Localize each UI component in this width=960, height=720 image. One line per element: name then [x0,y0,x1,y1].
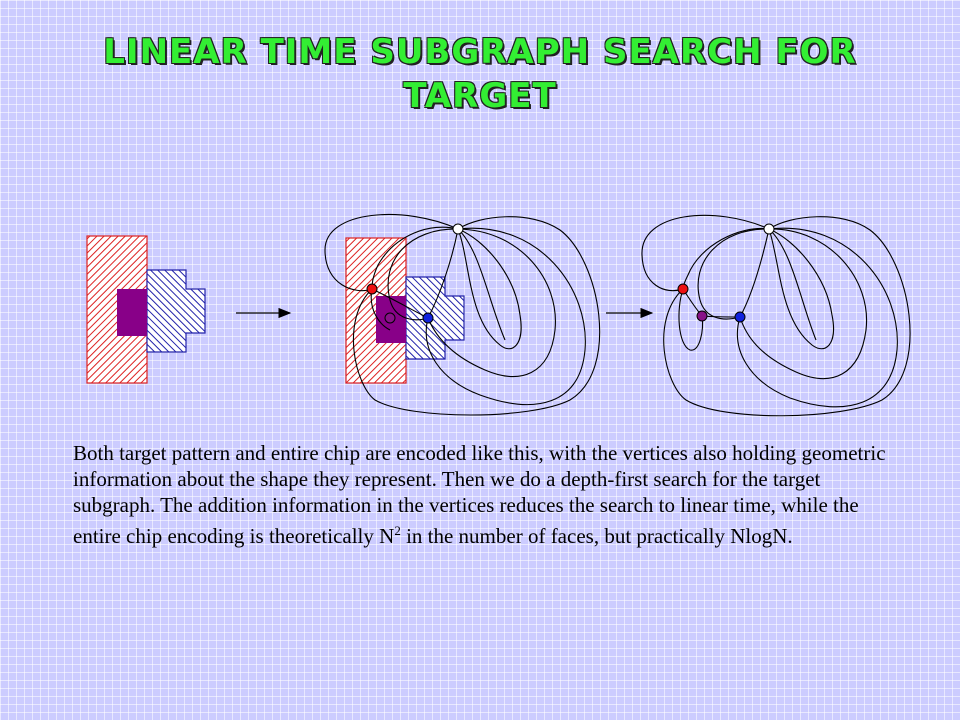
blue-hatched-cross-2 [405,276,465,360]
panel-shapes-with-graph [324,214,601,416]
panel-graph-only [641,214,911,417]
body-text-superscript: 2 [394,523,401,538]
panel-layout-shapes [86,235,206,384]
body-text-part-1: Both target pattern and entire chip are … [73,441,886,548]
graph-edges-3 [641,214,911,417]
graph-vertex-purple-3 [696,310,708,322]
slide-body-text: Both target pattern and entire chip are … [73,440,903,549]
slide-title-line-2: Target [403,76,557,116]
slide-title-line-1: Linear Time Subgraph Search For [103,32,857,72]
body-text-part-2: in the number of faces, but practically … [400,524,793,548]
graph-vertex-purple-2 [384,312,396,324]
blue-hatched-cross [146,269,206,353]
graph-vertex-white-2 [452,223,464,235]
graph-vertex-blue-3 [734,311,746,323]
graph-vertex-white-3 [763,223,775,235]
purple-overlap-rect [117,289,147,336]
graph-vertex-blue-2 [422,312,434,324]
graph-vertex-red-3 [677,283,689,295]
graph-vertex-red-2 [366,283,378,295]
slide-title: Linear Time Subgraph Search For Target [100,30,860,118]
